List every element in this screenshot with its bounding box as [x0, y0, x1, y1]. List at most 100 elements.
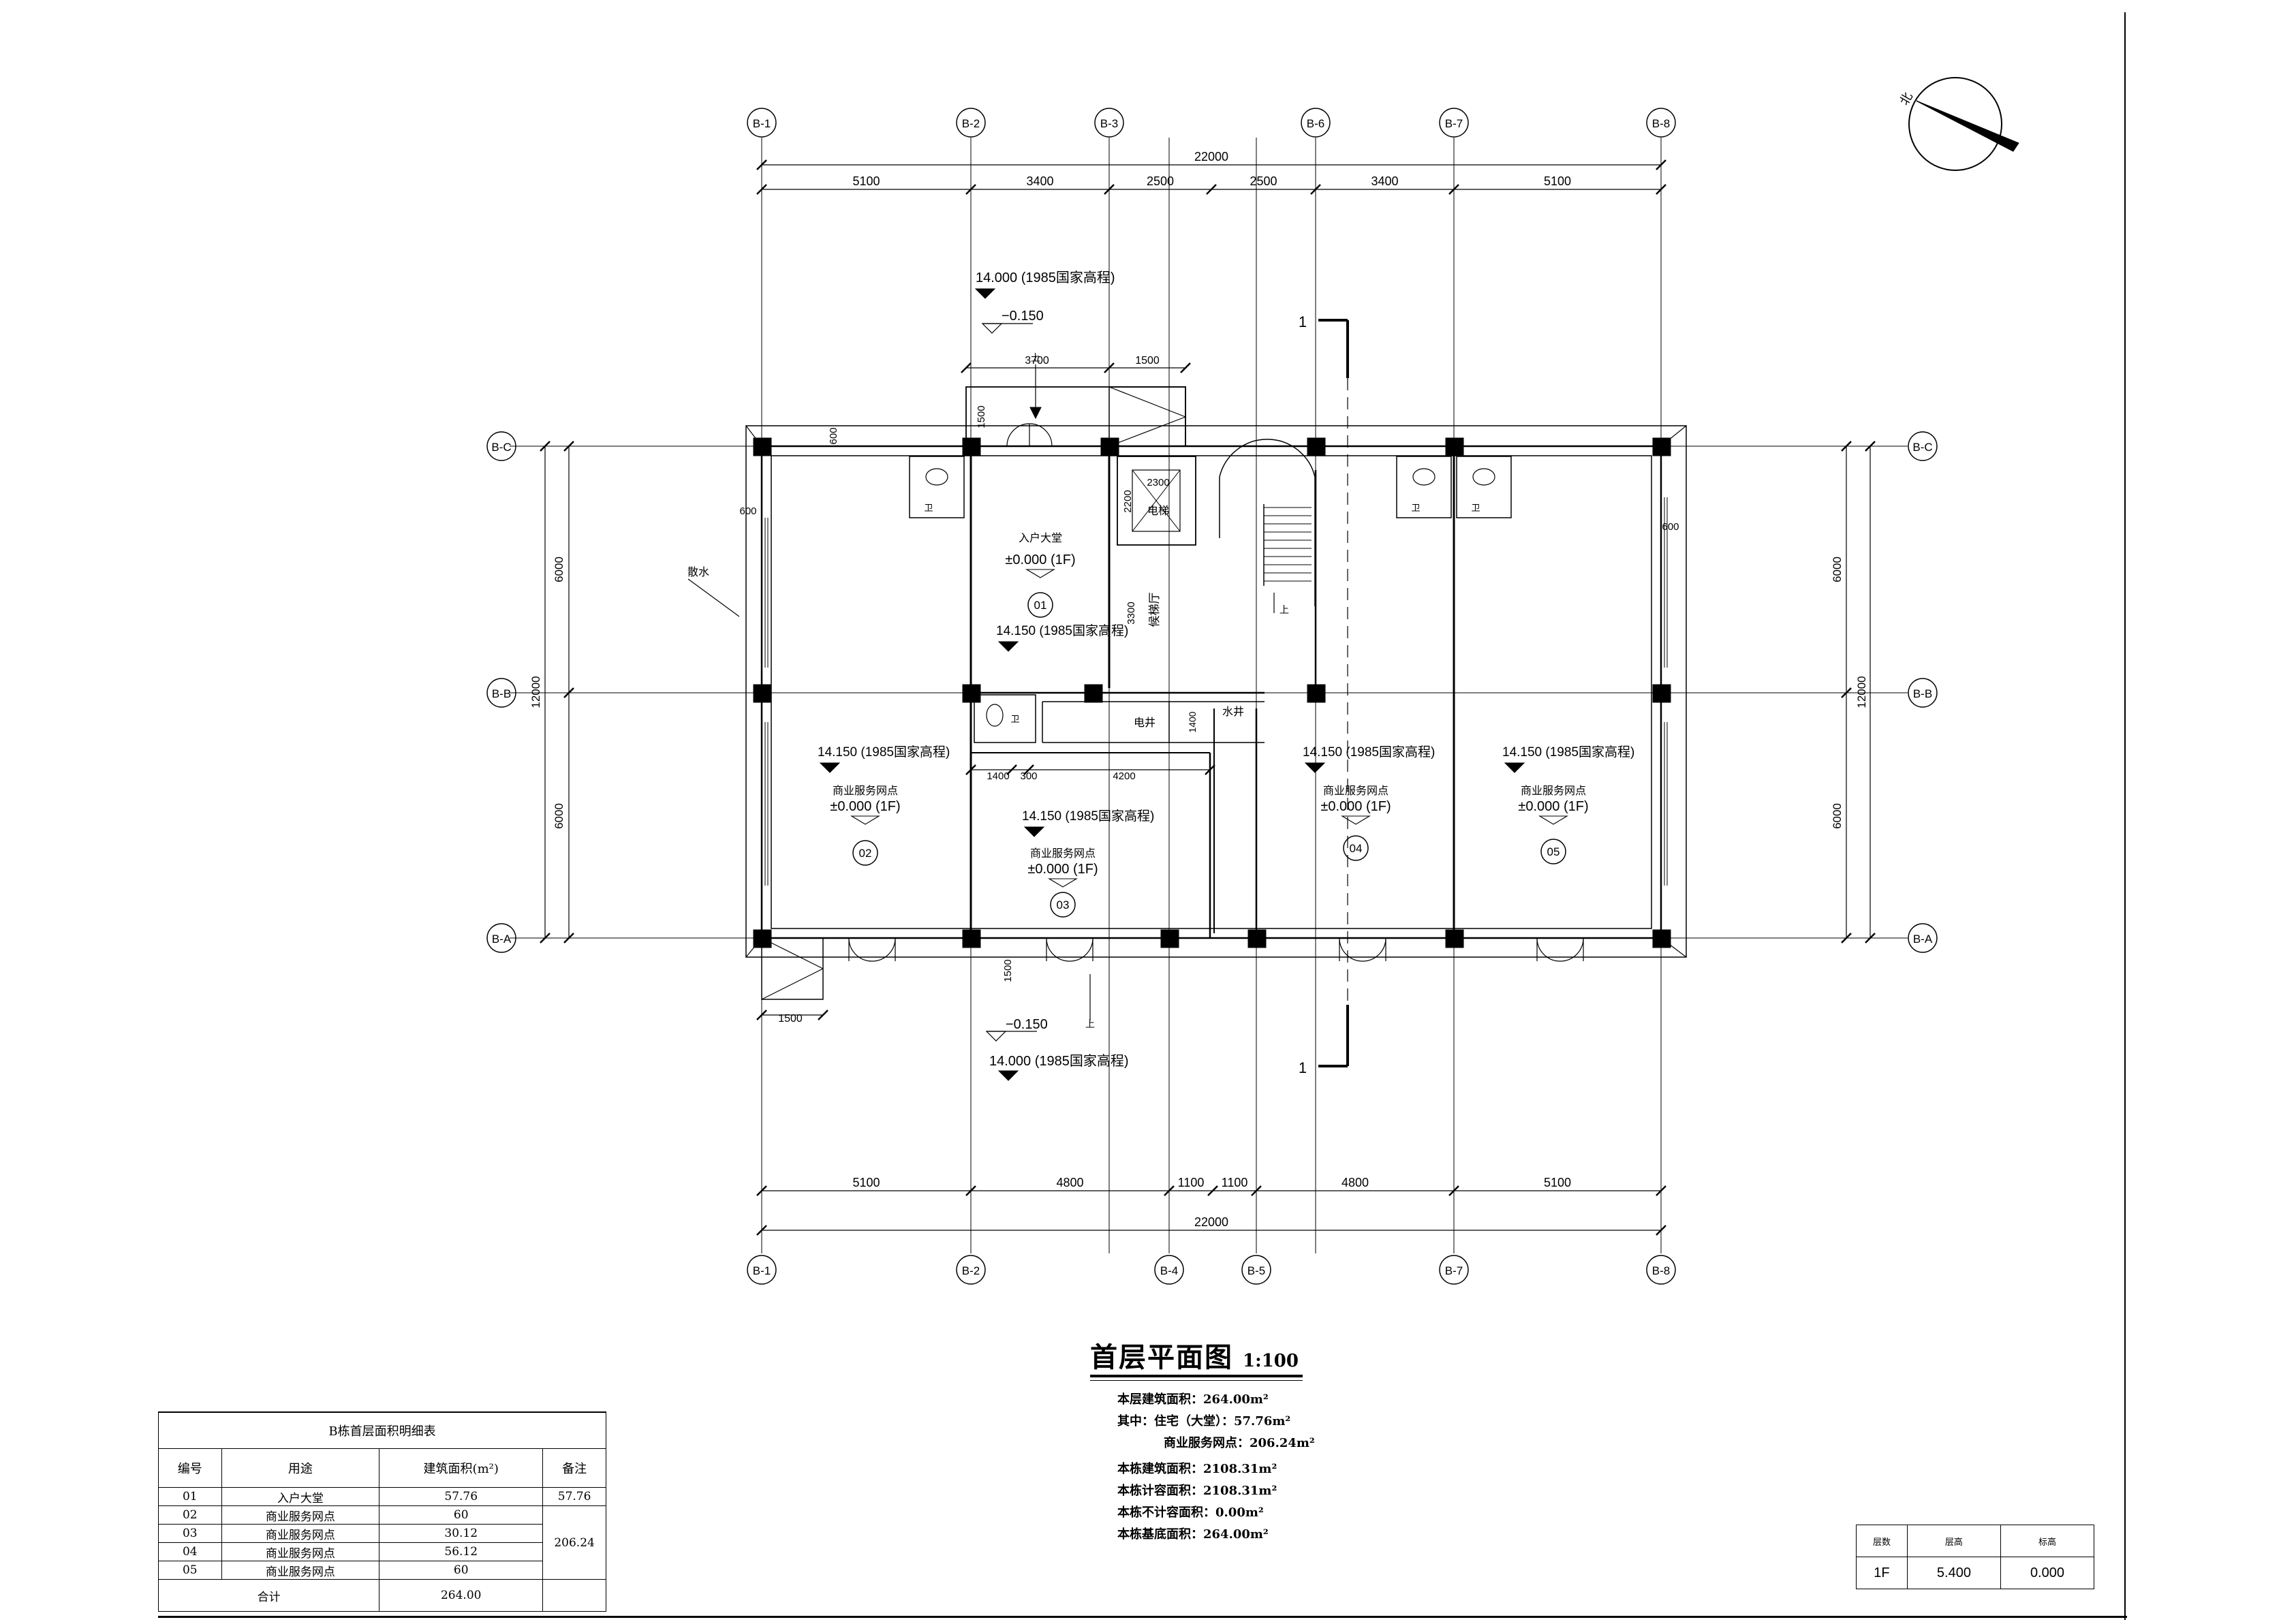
toilet-fixture — [1472, 468, 1495, 486]
dim-text-side: 6000 — [1831, 557, 1844, 582]
dim-tick — [540, 933, 550, 943]
axis-bubble — [1094, 108, 1124, 138]
north-arrow-line — [1916, 100, 2014, 152]
north-arrow-circle — [1908, 77, 2002, 171]
dim-tick — [563, 687, 574, 698]
dim-text-bottom: 4800 — [1056, 1176, 1083, 1189]
waiting-hall-label: 候梯厅 — [1148, 593, 1161, 627]
room-name-5: 商业服务网点 — [1521, 785, 1586, 797]
water-shaft-label: 水井 — [1222, 706, 1244, 718]
dim-tick — [1841, 441, 1852, 452]
dim-tick — [961, 362, 972, 373]
level-header-height: 层高 — [1906, 1525, 2001, 1557]
ramp-line — [1108, 416, 1186, 447]
shop-door — [1339, 937, 1386, 962]
level-header-floor: 层数 — [1856, 1525, 1908, 1557]
apron-outline — [745, 425, 1687, 958]
dim-text-overall: 22000 — [1194, 150, 1228, 163]
dim-text-overall-bottom: 22000 — [1194, 1215, 1228, 1229]
axis-bubble — [1908, 431, 1938, 461]
room-abs-elevation-2: 14.150 (1985国家高程) — [818, 745, 950, 760]
dim-text-side: 6000 — [1831, 803, 1844, 829]
dim-1400-shaft: 1400 — [1187, 711, 1198, 732]
level-floor: 1F — [1856, 1557, 1908, 1589]
room-elevation-mark — [1538, 815, 1568, 825]
room-abs-elevation-4: 14.150 (1985国家高程) — [1303, 745, 1435, 760]
room-elevation-mark — [1048, 878, 1078, 888]
elevator-x — [1132, 469, 1181, 532]
axis-bubble — [1908, 923, 1938, 953]
toilet-fixture — [1412, 468, 1436, 486]
toilet-room — [1456, 456, 1512, 518]
dim-tick — [1841, 933, 1852, 943]
table-row: 05 商业服务网点 60 — [158, 1561, 606, 1580]
elevator-car — [1132, 469, 1181, 532]
axis-label: B-1 — [753, 1264, 771, 1277]
axis-label: B-5 — [1247, 1264, 1265, 1277]
dim-tick — [756, 159, 767, 170]
room-number-circle — [1050, 892, 1076, 918]
elevator-label: 电梯 — [1147, 505, 1169, 517]
toilet-label: 卫 — [1010, 714, 1019, 724]
axis-bubble — [956, 1255, 986, 1285]
dim-600-right: 600 — [1662, 521, 1679, 533]
dim-1500-bottom: 1500 — [778, 1013, 803, 1025]
axis-bubble — [486, 923, 516, 953]
toilet-fixture — [925, 468, 948, 486]
dim-text-bottom: 5100 — [1544, 1176, 1571, 1189]
axis-label: B-6 — [1307, 117, 1324, 130]
axis-bubble — [1908, 678, 1938, 708]
room-abs-mark — [1504, 762, 1525, 773]
room-number-circle — [1540, 839, 1566, 864]
dim-tick — [1656, 159, 1666, 170]
stat-non-far-area: 本栋不计容面积：0.00m² — [1117, 1505, 1264, 1520]
room-elevation-1: ±0.000 (1F) — [1005, 552, 1075, 567]
axis-label: B-C — [491, 441, 511, 454]
col-header-use: 用途 — [221, 1448, 380, 1488]
axis-label: B-4 — [1160, 1264, 1178, 1277]
up-label: 上 — [1031, 352, 1040, 363]
dim-tick — [1206, 184, 1217, 195]
axis-bubble — [747, 1255, 777, 1285]
entry-canopy — [965, 386, 1186, 447]
room-elevation-3: ±0.000 (1F) — [1027, 862, 1098, 877]
elevation-top-abs: 14.000 (1985国家高程) — [976, 270, 1115, 285]
dim-text-top: 2500 — [1147, 174, 1174, 188]
structural-column — [753, 684, 772, 703]
dim-tick — [1006, 764, 1017, 775]
toilet-room — [1396, 456, 1452, 518]
room-number-4: 04 — [1350, 842, 1363, 855]
axis-label: B-A — [492, 933, 512, 946]
stat-floor-area: 本层建筑面积：264.00m² — [1117, 1392, 1269, 1407]
room-elevation-mark — [850, 815, 880, 825]
axis-bubble — [1241, 1255, 1271, 1285]
drawing-scale: 1:100 — [1243, 1351, 1299, 1371]
dim-text-bottom: 1100 — [1178, 1176, 1205, 1189]
dim-text-bottom: 1100 — [1222, 1176, 1248, 1189]
room-elevation-mark — [1025, 569, 1055, 578]
axis-bubble — [486, 678, 516, 708]
dim-tick — [756, 1225, 767, 1236]
shop-door — [1046, 937, 1093, 962]
axis-bubble — [1439, 108, 1469, 138]
axis-bubble — [1154, 1255, 1184, 1285]
dim-tick — [1865, 933, 1876, 943]
toilet-room — [909, 456, 965, 518]
shop-door — [1536, 937, 1584, 962]
dim-elevator-w: 2300 — [1147, 477, 1169, 488]
dim-text-top: 3400 — [1371, 174, 1398, 188]
bottom-up-label: 上 — [1085, 1018, 1095, 1029]
dim-text-bottom: 4800 — [1341, 1176, 1369, 1189]
axis-label: B-3 — [1100, 117, 1118, 130]
area-schedule-table: B栋首层面积明细表 编号 用途 建筑面积(m²) 备注 01 入户大堂 57.7… — [157, 1411, 606, 1612]
structural-column — [1652, 684, 1671, 703]
structural-column — [1307, 437, 1326, 456]
dim-tick — [1448, 184, 1459, 195]
dim-300: 300 — [1020, 770, 1037, 782]
table-row: 01 入户大堂 57.76 57.76 — [158, 1487, 606, 1506]
dim-tick — [540, 441, 550, 452]
toilet-label: 卫 — [924, 503, 933, 513]
dim-text-top: 3400 — [1026, 174, 1053, 188]
axis-label: B-8 — [1652, 117, 1670, 130]
toilet-room — [974, 694, 1036, 743]
